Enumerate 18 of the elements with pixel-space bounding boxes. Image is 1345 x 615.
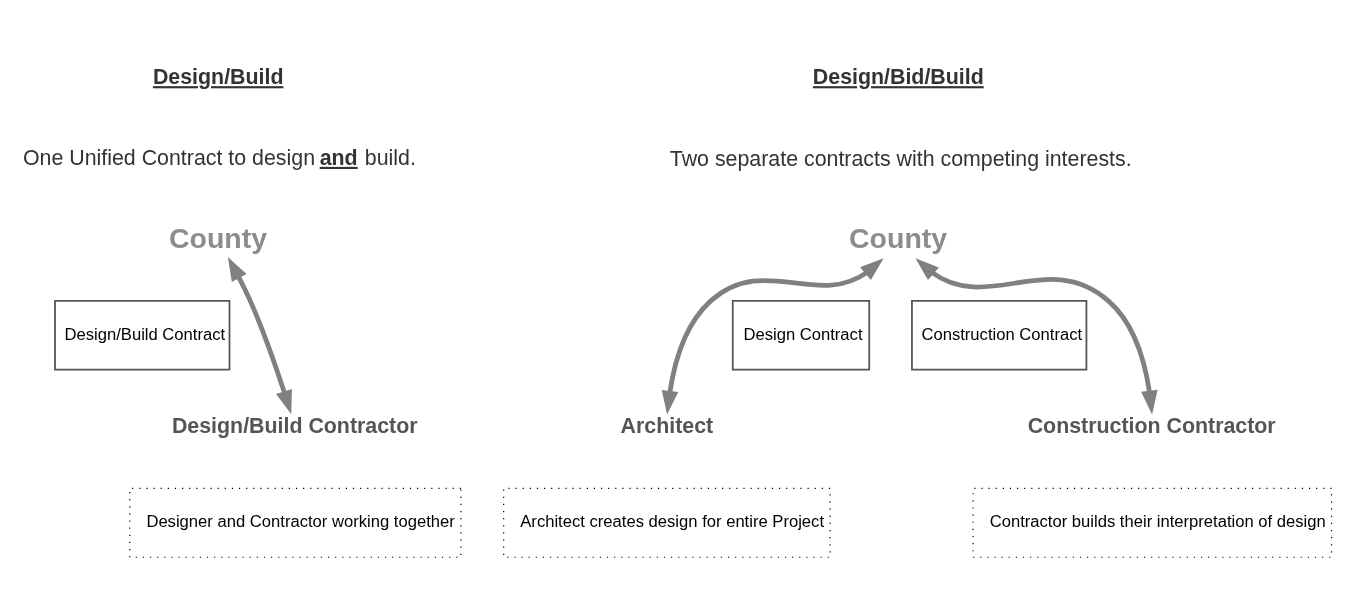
arrow: [661, 257, 884, 415]
node-text: Architect: [620, 413, 714, 438]
label: Two separate contracts with competing interests.: [669, 146, 1132, 171]
node-box: Contractor builds their interpretation of design: [972, 487, 1333, 558]
node-text: Construction Contractor: [1027, 413, 1276, 438]
node-box: Designer and Contractor working together: [129, 487, 462, 558]
label: One Unified Contract to design and build.: [22, 145, 416, 170]
node-box: Construction Contract: [911, 299, 1088, 371]
node-text: County: [849, 221, 948, 254]
label: Design/Build: [152, 64, 284, 89]
node-text: Design/Build Contractor: [171, 413, 418, 438]
arrow: [227, 256, 292, 414]
arrow: [915, 257, 1158, 414]
label: Design/Bid/Build: [812, 64, 984, 89]
node-box: Architect creates design for entire Project: [503, 487, 831, 558]
node-box: Design/Build Contract: [54, 299, 231, 371]
node-text: County: [168, 221, 267, 254]
node-box: Design Contract: [731, 299, 871, 371]
